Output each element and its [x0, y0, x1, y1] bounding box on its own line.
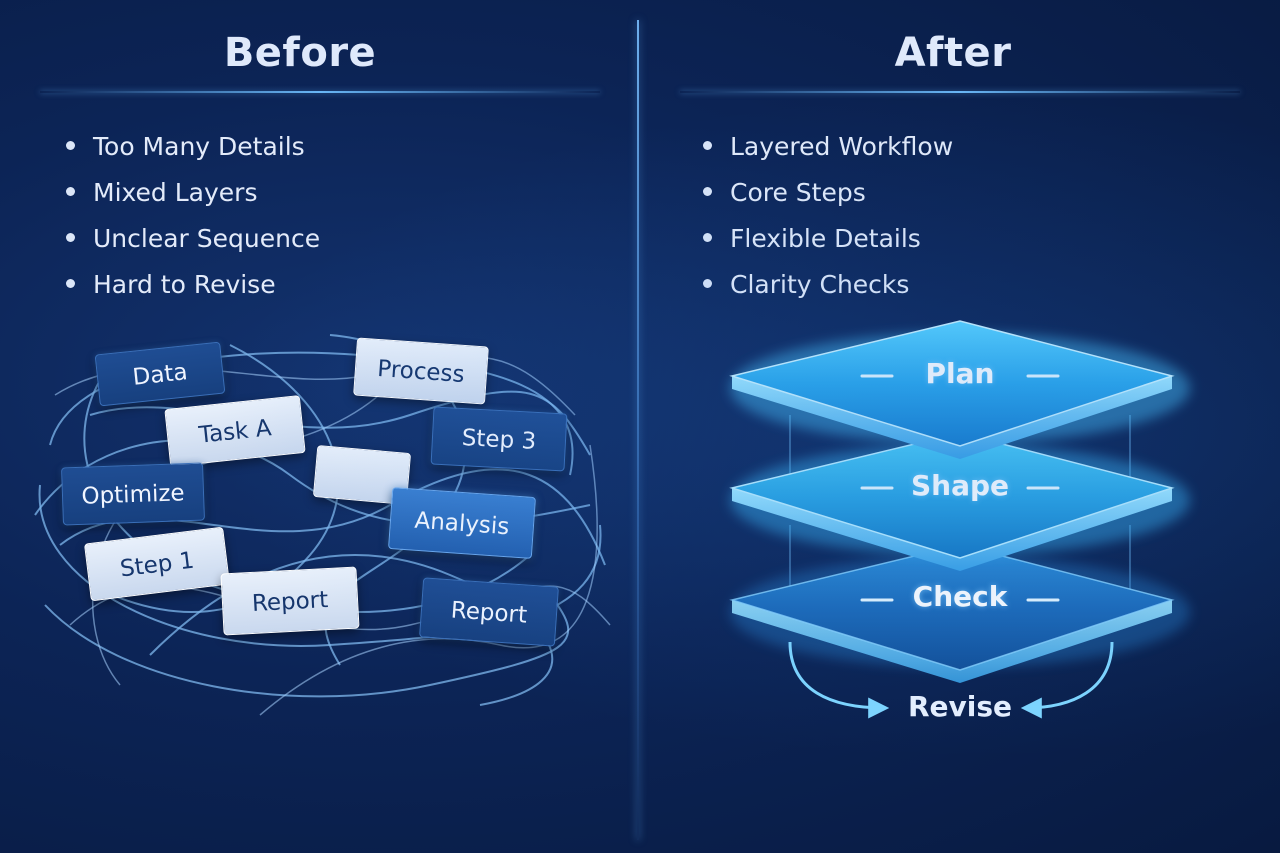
layer-stack-graphic: [729, 320, 1190, 719]
layer-stack: Plan Shape Check Revise: [640, 320, 1280, 740]
after-title: After: [894, 30, 1012, 76]
before-title-rule: [40, 91, 600, 93]
revise-label: Revise: [907, 690, 1013, 723]
before-bullet-list: Too Many Details Mixed Layers Unclear Se…: [66, 126, 320, 310]
bullet-dot-icon: [703, 186, 712, 196]
card-analysis: Analysis: [388, 487, 536, 559]
bullet-dot-icon: [66, 278, 75, 288]
bullet-dot-icon: [703, 140, 712, 150]
panel-divider: [637, 20, 639, 840]
tangle-line: [259, 444, 598, 716]
before-bullet: Hard to Revise: [66, 264, 320, 310]
layer-check-edge: [732, 600, 1172, 683]
layer-check: [729, 544, 1175, 671]
bullet-dot-icon: [703, 232, 712, 242]
after-bullet-list: Layered Workflow Core Steps Flexible Det…: [703, 126, 953, 310]
layer-shape-edge: [732, 488, 1172, 571]
card-optimize: Optimize: [61, 462, 205, 526]
bullet-dot-icon: [66, 232, 75, 242]
before-bullet: Unclear Sequence: [66, 218, 320, 264]
revise-arrow-right: [1020, 641, 1114, 719]
before-title: Before: [223, 30, 377, 76]
tangle-line: [44, 594, 570, 698]
card-step-3: Step 3: [430, 406, 568, 472]
card-report-left: Report: [220, 566, 360, 636]
before-bullet: Too Many Details: [66, 126, 320, 172]
bullet-dot-icon: [703, 278, 712, 288]
layer-plan: [729, 320, 1175, 447]
before-bullet: Mixed Layers: [66, 172, 320, 218]
after-bullet: Clarity Checks: [703, 264, 953, 310]
layer-label-plan: Plan: [925, 357, 995, 390]
after-bullet: Flexible Details: [703, 218, 953, 264]
bullet-dot-icon: [66, 140, 75, 150]
after-bullet: Layered Workflow: [703, 126, 953, 172]
layer-plan-edge: [732, 376, 1172, 459]
layer-label-shape: Shape: [910, 469, 1010, 502]
after-title-rule: [680, 91, 1240, 93]
layer-shape: [729, 432, 1175, 559]
card-process: Process: [353, 337, 489, 405]
layer-arrow-marks: [860, 374, 1060, 602]
after-bullet: Core Steps: [703, 172, 953, 218]
bullet-dot-icon: [66, 186, 75, 196]
revise-arrow-left: [788, 641, 890, 719]
card-report-right: Report: [419, 577, 559, 647]
layer-label-check: Check: [912, 580, 1008, 613]
tangle-line: [89, 344, 340, 613]
